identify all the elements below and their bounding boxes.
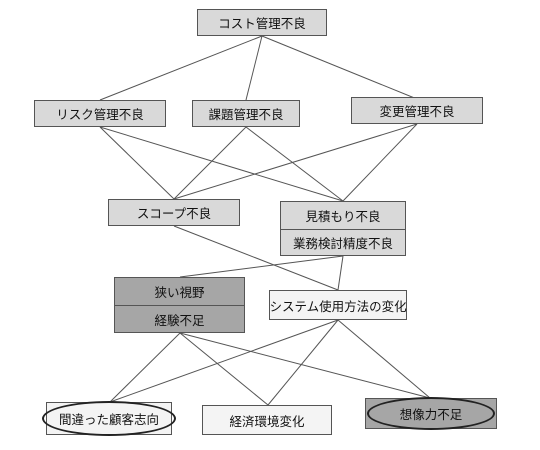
edge-risk-estimate xyxy=(99,126,344,202)
node-change: 変更管理不良 xyxy=(351,97,483,124)
edge-issue-estimate xyxy=(245,126,344,202)
node-imagination: 想像力不足 xyxy=(365,398,497,429)
edge-cost-risk xyxy=(99,35,263,101)
node-business: 業務検討精度不良 xyxy=(281,229,405,255)
node-narrow-stack: 狭い視野 経験不足 xyxy=(114,277,245,333)
edge-issue-scope xyxy=(173,126,247,200)
edge-cost-change xyxy=(261,35,418,100)
edge-cost-issue xyxy=(245,35,263,101)
edge-change-estimate xyxy=(342,123,418,202)
node-narrow: 狭い視野 xyxy=(115,278,244,305)
edge-experience-wrong xyxy=(109,332,181,403)
node-scope: スコープ不良 xyxy=(108,199,240,226)
edge-business-system xyxy=(337,255,344,291)
edge-system-wrong xyxy=(109,319,339,403)
edge-experience-imagination xyxy=(179,332,431,399)
node-wrong-customer: 間違った顧客志向 xyxy=(46,402,172,435)
node-economy: 経済環境変化 xyxy=(202,405,332,435)
edge-risk-scope xyxy=(99,126,175,200)
node-experience: 経験不足 xyxy=(115,305,244,332)
node-risk: リスク管理不良 xyxy=(34,100,166,127)
edge-experience-economy xyxy=(179,332,269,406)
node-estimate: 見積もり不良 xyxy=(281,202,405,229)
edge-business-narrow xyxy=(179,255,344,278)
edge-change-scope xyxy=(173,123,418,200)
node-estimate-stack: 見積もり不良 業務検討精度不良 xyxy=(280,201,406,256)
node-system-change: システム使用方法の変化 xyxy=(269,290,407,320)
edge-scope-system xyxy=(173,225,339,291)
edge-system-imagination xyxy=(337,319,431,399)
edge-system-economy xyxy=(267,319,339,406)
node-cost: コスト管理不良 xyxy=(197,9,327,36)
node-issue: 課題管理不良 xyxy=(192,100,300,127)
